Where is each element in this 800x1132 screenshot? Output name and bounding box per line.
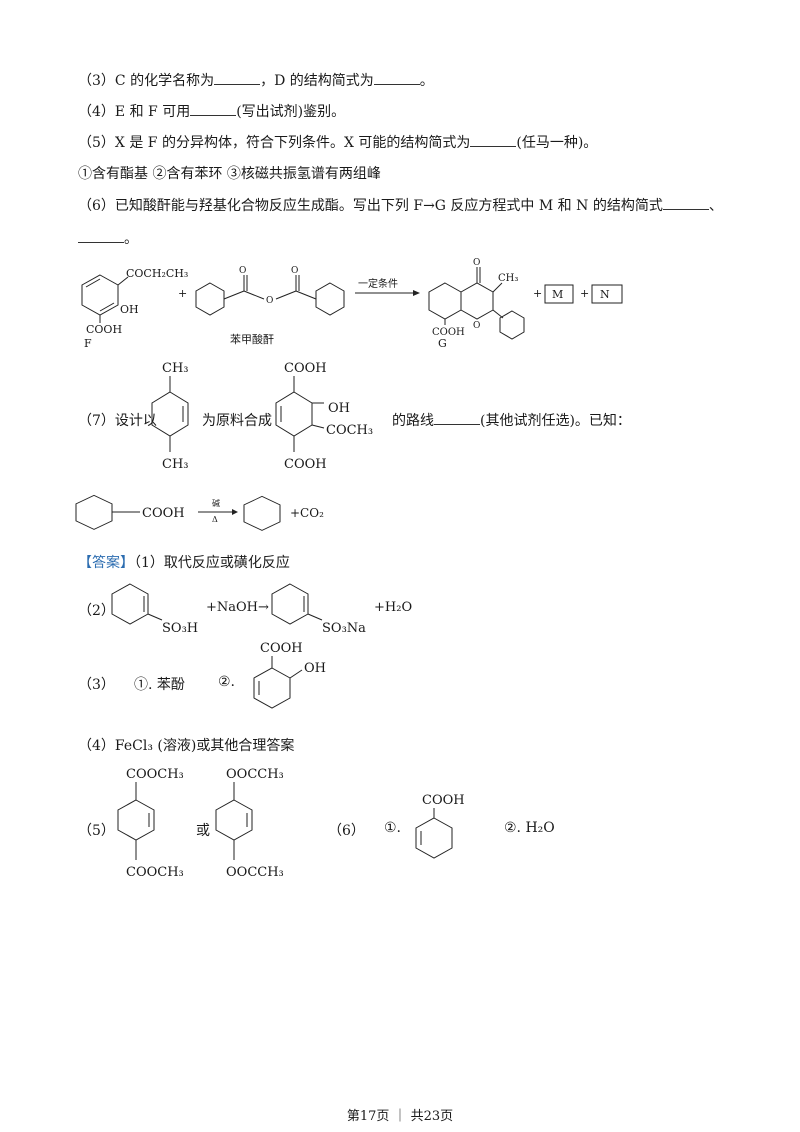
co2-label: +CO₂: [290, 506, 324, 520]
oh-label: OH: [328, 401, 350, 416]
answer-3-label: （3）: [78, 677, 115, 693]
answer-6-part2: ②. H₂O: [504, 820, 555, 836]
answer-blank: [190, 103, 237, 116]
answer-6-label: （6）: [328, 823, 365, 839]
g-ch3-label: CH₃: [498, 273, 518, 284]
benzoic-anhydride-structure: O O O 苯甲酸酐: [195, 266, 345, 346]
answer-2-equation: SO₃H +NaOH→ SO₃Na +H₂O: [111, 583, 412, 636]
answer-blank: [662, 197, 709, 210]
m-label: M: [552, 288, 563, 301]
answer-5-label: （5）: [78, 823, 115, 839]
oocch3-bottom-label: OOCCH₃: [226, 865, 284, 880]
so3h-label: SO₃H: [162, 621, 198, 636]
f-propionyl-label: COCH₂CH₃: [126, 267, 188, 280]
oocch3-top-label: OOCCH₃: [226, 767, 284, 782]
ch3-top-label: CH₃: [162, 361, 189, 376]
question-7-prefix: （7）设计以: [78, 413, 157, 429]
answer-blank: [434, 412, 480, 425]
reaction-arrow: 一定条件: [355, 277, 420, 296]
benzoic-acid-structure: COOH: [415, 793, 465, 859]
h2o-label: +H₂O: [374, 600, 412, 615]
page-footer: 第17页 ｜ 共23页: [346, 1109, 454, 1124]
base-condition: 碱: [212, 499, 220, 508]
question-3: （3）C 的化学名称为，D 的结构简式为。: [78, 72, 434, 89]
f-cooh-label: COOH: [86, 323, 122, 336]
condition-label: 一定条件: [358, 277, 398, 290]
carbonyl-o-label: O: [291, 266, 298, 276]
so3na-label: SO₃Na: [322, 621, 366, 636]
plus-sign: +: [178, 287, 187, 300]
n-label: N: [600, 288, 610, 301]
carbonyl-o-label: O: [239, 266, 246, 276]
target-structure: COOH OH COCH₃ COOH: [275, 361, 373, 472]
question-5-conditions: ①含有酯基 ②含有苯环 ③核磁共振氢谱有两组峰: [78, 166, 381, 182]
n-box: [591, 284, 623, 304]
answer-blank: [470, 134, 517, 147]
f-oh-label: OH: [120, 303, 139, 316]
question-5: （5）X 是 F 的分异构体，符合下列条件。X 可能的结构简式为(任马一种)。: [78, 134, 598, 151]
question-4: （4）E 和 F 可用(写出试剂)鉴别。: [78, 103, 346, 120]
anhydride-name: 苯甲酸酐: [230, 332, 274, 346]
g-structure: O CH₃ O COOH G: [428, 258, 525, 350]
answer-blank: [373, 72, 420, 85]
g-label: G: [438, 337, 447, 350]
ch3-bottom-label: CH₃: [162, 457, 189, 472]
question-6: （6）已知酸酐能与羟基化合物反应生成酯。写出下列 F→G 反应方程式中 M 和 …: [78, 197, 723, 214]
answer-4: （4）FeCl₃ (溶液)或其他合理答案: [78, 738, 295, 754]
plus-sign: +: [580, 287, 589, 300]
cooh-bottom-label: COOH: [284, 457, 327, 472]
cooh-label: COOH: [260, 641, 303, 656]
cooh-top-label: COOH: [284, 361, 327, 376]
question-7-mid: 为原料合成: [202, 413, 272, 429]
f-structure: COCH₂CH₃ OH COOH F: [81, 267, 188, 350]
cooh-label: COOH: [142, 506, 185, 521]
salicylic-acid-structure: COOH OH: [253, 641, 326, 709]
answer-6-part1-label: ①.: [384, 820, 402, 836]
heat-condition: Δ: [212, 515, 218, 524]
answer-3-part1: ①. 苯酚: [134, 677, 185, 693]
question-7-suffix: 的路线(其他试剂任选)。已知：: [392, 412, 631, 429]
answer-3-part2-label: ②.: [218, 674, 236, 690]
f-label: F: [84, 337, 92, 350]
question-6-cont: 。: [78, 228, 138, 248]
answer-blank: [78, 230, 124, 243]
cooch3-bottom-label: COOCH₃: [126, 865, 184, 880]
g-ring-o-label: O: [473, 321, 480, 331]
known-decarboxylation: COOH 碱 Δ +CO₂: [75, 494, 324, 531]
coch3-label: COCH₃: [326, 423, 373, 438]
cooch3-top-label: COOCH₃: [126, 767, 184, 782]
answer-tag: 【答案】: [78, 555, 134, 571]
g-carbonyl-o-label: O: [473, 258, 480, 268]
g-cooh-label: COOH: [432, 327, 465, 338]
naoh-arrow: +NaOH→: [206, 600, 269, 615]
reaction-f-to-g: COCH₂CH₃ OH COOH F + O O O 苯甲酸酐 一定条件 O C…: [81, 258, 623, 350]
hydroquinone-diacetate-structure: OOCCH₃ OOCCH₃: [215, 767, 284, 880]
answer-5-or: 或: [196, 823, 210, 839]
p-xylene-structure: CH₃ CH₃: [151, 361, 189, 472]
answer-2-label: （2）: [78, 603, 115, 619]
water-text: H₂O: [525, 820, 555, 836]
phenol-text: 苯酚: [156, 677, 185, 693]
answer-1: 【答案】（1）取代反应或磺化反应: [78, 555, 290, 571]
bridge-o-label: O: [266, 296, 273, 306]
dimethyl-terephthalate-structure: COOCH₃ COOCH₃: [117, 767, 184, 880]
plus-sign: +: [533, 287, 542, 300]
cooh-label: COOH: [422, 793, 465, 808]
m-box: [544, 284, 574, 304]
oh-label: OH: [304, 661, 326, 676]
answer-blank: [214, 72, 261, 85]
